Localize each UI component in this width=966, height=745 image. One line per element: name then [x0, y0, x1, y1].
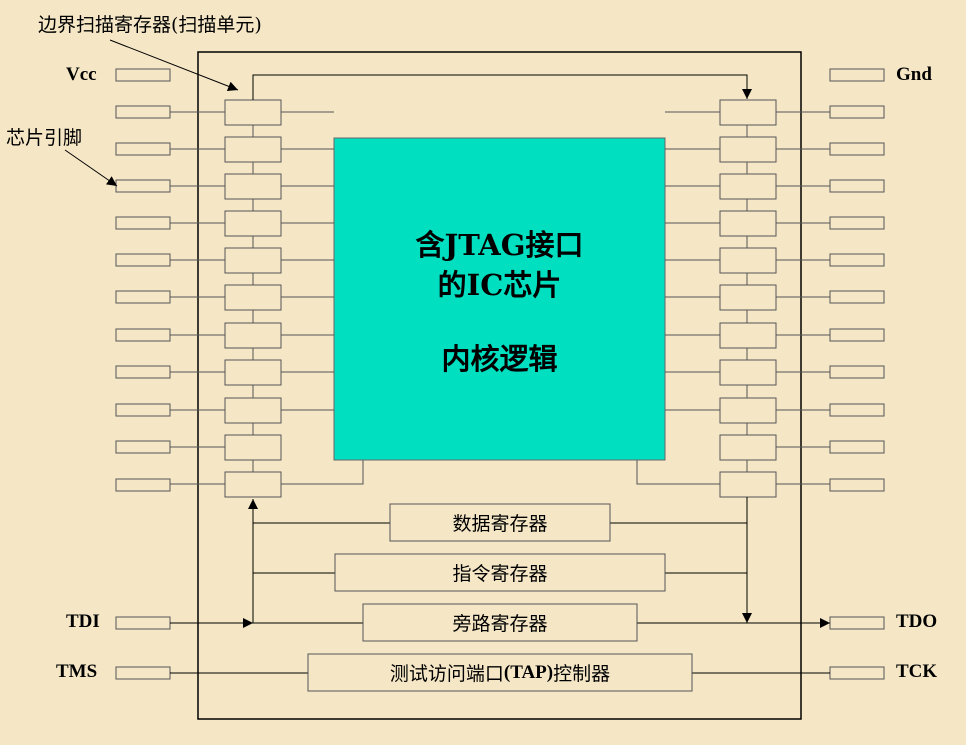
pin-left [115, 328, 171, 342]
tap-controller: 测试访问端口(TAP)控制器 [308, 654, 692, 691]
pin-right [829, 666, 885, 680]
pin-right [829, 253, 885, 267]
instruction-register-box [334, 553, 666, 592]
scan-cell-left [224, 359, 282, 386]
scan-cell-left [224, 210, 282, 237]
pin-right [829, 216, 885, 230]
top-scan-arrow [252, 74, 752, 100]
boundary-scan-pointer [109, 39, 239, 92]
pin-left [115, 403, 171, 417]
scan-cell-right [719, 136, 777, 163]
pin-right [829, 478, 885, 492]
scan-chain [170, 74, 830, 674]
right-pins [829, 68, 885, 680]
left-scan-cells [224, 99, 282, 498]
scan-cell-right [719, 434, 777, 461]
pin-left [115, 616, 171, 630]
scan-cell-right [719, 471, 777, 498]
chip-pin-label: 芯片引脚 [6, 127, 83, 149]
bypass-register: 旁路寄存器 [452, 613, 548, 635]
scan-cell-right [719, 210, 777, 237]
scan-cell-right [719, 284, 777, 311]
pin-right [829, 328, 885, 342]
tck-label: TCK [896, 661, 938, 682]
tap-suffix: 控制器 [553, 663, 611, 685]
pin-left [115, 666, 171, 680]
pin-left [115, 142, 171, 156]
wires [170, 111, 830, 485]
scan-cell-left [224, 397, 282, 424]
scan-cell-left [224, 99, 282, 126]
pin-left [115, 290, 171, 304]
scan-cell-right [719, 359, 777, 386]
scan-cell-right [719, 322, 777, 349]
scan-cell-right [719, 247, 777, 274]
left-pins [115, 68, 171, 680]
tap-prefix: 测试访问端口 [389, 663, 504, 685]
vcc-label: Vcc [66, 64, 97, 85]
tms-label: TMS [56, 661, 98, 682]
boundary-scan-label: 边界扫描寄存器(扫描单元) [38, 14, 262, 36]
scan-cell-right [719, 173, 777, 200]
pin-right [829, 142, 885, 156]
chip-pin-pointer [64, 149, 118, 187]
tap-controller-box [307, 653, 693, 692]
pin-left [115, 216, 171, 230]
instruction-register: 指令寄存器 [452, 563, 548, 585]
data-register-box [389, 503, 611, 542]
chip-outline [197, 51, 802, 720]
core-title-line1: 含JTAG接口 [415, 228, 584, 262]
pin-left [115, 365, 171, 379]
scan-cell-left [224, 471, 282, 498]
pin-right [829, 290, 885, 304]
bypass-register-box [362, 603, 638, 642]
pin-left [115, 478, 171, 492]
tap-bold: (TAP) [503, 661, 554, 683]
pin-left [115, 440, 171, 454]
scan-cell-right [719, 99, 777, 126]
pin-left [115, 68, 171, 82]
core-logic: 含JTAG接口 的IC芯片 内核逻辑 [334, 138, 665, 460]
pin-right [829, 105, 885, 119]
core-title-line2: 的IC芯片 [437, 268, 562, 302]
pin-right [829, 440, 885, 454]
core-title-line3: 内核逻辑 [441, 342, 558, 376]
pin-left [115, 179, 171, 193]
pin-left [115, 105, 171, 119]
scan-cell-left [224, 247, 282, 274]
data-register: 数据寄存器 [452, 513, 548, 535]
scan-cell-left [224, 173, 282, 200]
right-scan-cells [719, 99, 777, 498]
scan-cell-left [224, 434, 282, 461]
tdo-label: TDO [896, 611, 938, 632]
scan-cell-right [719, 397, 777, 424]
core-logic-block [333, 137, 666, 461]
scan-cell-left [224, 284, 282, 311]
pin-right [829, 179, 885, 193]
pin-left [115, 253, 171, 267]
pin-right [829, 616, 885, 630]
scan-cell-left [224, 136, 282, 163]
pin-right [829, 403, 885, 417]
scan-cell-left [224, 322, 282, 349]
pin-right [829, 365, 885, 379]
pin-right [829, 68, 885, 82]
tdi-label: TDI [66, 611, 100, 632]
gnd-label: Gnd [896, 64, 932, 85]
